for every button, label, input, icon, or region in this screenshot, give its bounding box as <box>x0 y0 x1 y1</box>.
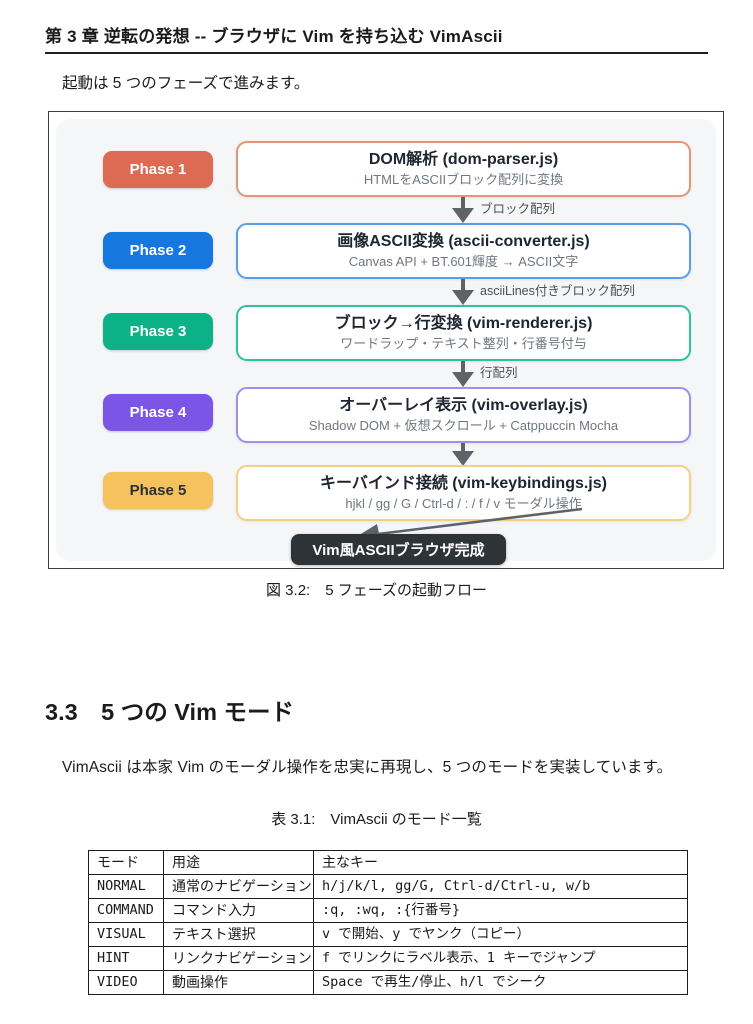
phase-4-subtitle: Shadow DOM + 仮想スクロール + Catppuccin Mocha <box>308 418 619 433</box>
cell-mode: COMMAND <box>88 898 164 923</box>
phase-2-box: 画像ASCII変換 (ascii-converter.js) Canvas AP… <box>236 223 691 279</box>
cell-mode: NORMAL <box>88 874 164 899</box>
table-row: VIDEO 動画操作 Space で再生/停止、h/l でシーク <box>88 970 688 995</box>
cell-keys: :q, :wq, :{行番号} <box>313 898 688 923</box>
intro-paragraph: 起動は 5 つのフェーズで進みます。 <box>62 75 310 92</box>
cell-purpose: リンクナビゲーション <box>163 946 314 971</box>
chapter-header: 第 3 章 逆転の発想 -- ブラウザに Vim を持ち込む VimAscii <box>45 22 708 54</box>
table-row: HINT リンクナビゲーション f でリンクにラベル表示、1 キーでジャンプ <box>88 946 688 971</box>
phase-2-title: 画像ASCII変換 (ascii-converter.js) <box>337 233 590 250</box>
phase-1-title: DOM解析 (dom-parser.js) <box>368 151 559 168</box>
table-caption: 表 3.1: VimAscii のモード一覧 <box>271 811 482 828</box>
arrow-label: ブロック配列 <box>480 202 556 216</box>
down-arrow-icon <box>452 443 474 466</box>
cell-keys: h/j/k/l, gg/G, Ctrl-d/Ctrl-u, w/b <box>313 874 688 899</box>
figure-caption: 図 3.2: 5 フェーズの起動フロー <box>266 582 487 599</box>
table-row: VISUAL テキスト選択 v で開始、y でヤンク（コピー） <box>88 922 688 947</box>
modes-table: モード 用途 主なキー NORMAL 通常のナビゲーション h/j/k/l, g… <box>88 850 688 995</box>
down-arrow-icon <box>452 279 474 305</box>
table-header-row: モード 用途 主なキー <box>88 850 688 875</box>
section-body-paragraph: VimAscii は本家 Vim のモーダル操作を忠実に再現し、5 つのモードを… <box>62 759 673 776</box>
phase-3-badge: Phase 3 <box>103 313 213 350</box>
down-arrow-icon <box>452 361 474 387</box>
table-row: NORMAL 通常のナビゲーション h/j/k/l, gg/G, Ctrl-d/… <box>88 874 688 899</box>
cell-purpose: 通常のナビゲーション <box>163 874 314 899</box>
phase-4-box: オーバーレイ表示 (vim-overlay.js) Shadow DOM + 仮… <box>236 387 691 443</box>
section-heading: 3.3 5 つの Vim モード <box>45 699 294 725</box>
phase-5-title: キーバインド接続 (vim-keybindings.js) <box>320 475 607 492</box>
cell-mode: VIDEO <box>88 970 164 995</box>
cell-keys: Space で再生/停止、h/l でシーク <box>313 970 688 995</box>
arrow-label: 行配列 <box>480 366 518 380</box>
header-purpose: 用途 <box>163 850 314 875</box>
down-arrow-icon <box>452 197 474 223</box>
phase-5-badge: Phase 5 <box>103 472 213 509</box>
cell-mode: HINT <box>88 946 164 971</box>
cell-mode: VISUAL <box>88 922 164 947</box>
phase-2-badge: Phase 2 <box>103 232 213 269</box>
phase-1-badge: Phase 1 <box>103 151 213 188</box>
phase-5-box: キーバインド接続 (vim-keybindings.js) hjkl / gg … <box>236 465 691 521</box>
startup-flow-diagram: Phase 1 DOM解析 (dom-parser.js) HTMLをASCII… <box>56 119 716 565</box>
header-keys: 主なキー <box>313 850 688 875</box>
cell-purpose: テキスト選択 <box>163 922 314 947</box>
table-row: COMMAND コマンド入力 :q, :wq, :{行番号} <box>88 898 688 923</box>
phase-3-box: ブロック→行変換 (vim-renderer.js) ワードラップ・テキスト整列… <box>236 305 691 361</box>
cell-keys: f でリンクにラベル表示、1 キーでジャンプ <box>313 946 688 971</box>
phase-4-badge: Phase 4 <box>103 394 213 431</box>
phase-3-title: ブロック→行変換 (vim-renderer.js) <box>334 315 593 332</box>
phase-1-box: DOM解析 (dom-parser.js) HTMLをASCIIブロック配列に変… <box>236 141 691 197</box>
phase-4-title: オーバーレイ表示 (vim-overlay.js) <box>339 397 588 414</box>
cell-purpose: 動画操作 <box>163 970 314 995</box>
phase-1-subtitle: HTMLをASCIIブロック配列に変換 <box>363 172 564 187</box>
phase-2-subtitle: Canvas API + BT.601輝度 → ASCII文字 <box>348 254 579 269</box>
header-mode: モード <box>88 850 164 875</box>
phase-5-subtitle: hjkl / gg / G / Ctrl-d / : / f / v モーダル操… <box>345 496 582 511</box>
cell-keys: v で開始、y でヤンク（コピー） <box>313 922 688 947</box>
arrow-label: asciiLines付きブロック配列 <box>480 284 635 298</box>
figure-frame: Phase 1 DOM解析 (dom-parser.js) HTMLをASCII… <box>48 111 724 569</box>
result-badge: Vim風ASCIIブラウザ完成 <box>291 534 506 565</box>
phase-3-subtitle: ワードラップ・テキスト整列・行番号付与 <box>340 336 587 351</box>
cell-purpose: コマンド入力 <box>163 898 314 923</box>
